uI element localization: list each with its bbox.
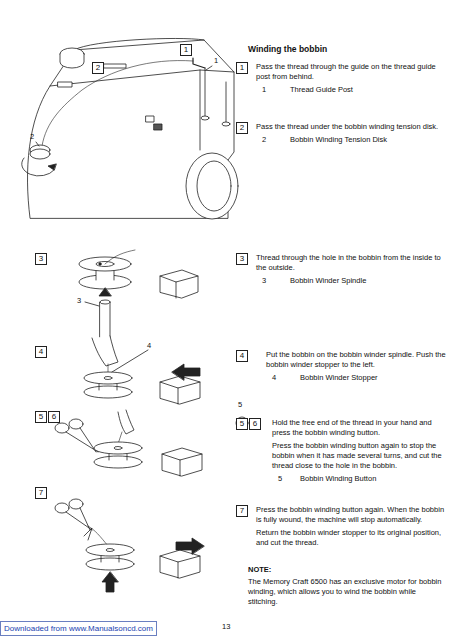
part-number: 4: [272, 373, 276, 383]
step-number: 1: [240, 63, 244, 72]
step-box: 2: [236, 122, 248, 134]
step-number: 4: [240, 351, 244, 360]
step-box: 1: [236, 62, 248, 74]
page-number: 13: [222, 622, 230, 632]
note-heading: NOTE:: [248, 565, 271, 575]
part-name: Thread Guide Post: [290, 85, 353, 95]
callout-number: 3: [77, 296, 81, 306]
step-box: 5: [35, 411, 47, 423]
step-number: 5: [240, 419, 244, 428]
step-box: 2: [92, 62, 104, 74]
step-number: 7: [240, 506, 244, 515]
note-text: The Memory Craft 6500 has an exclusive m…: [248, 577, 444, 607]
section-heading: Winding the bobbin: [248, 44, 327, 54]
part-number: 5: [278, 474, 282, 484]
instruction-text: Press the bobbin winding button again. W…: [256, 505, 446, 525]
step-number: 3: [240, 254, 244, 263]
step-box: 1: [180, 44, 192, 56]
step-number: 4: [39, 347, 43, 356]
step-box: 4: [236, 350, 248, 362]
step-number: 7: [39, 488, 43, 497]
part-number: 3: [262, 276, 266, 286]
step-box: 3: [236, 253, 248, 265]
step-box: 4: [35, 346, 47, 358]
callout-number: 5: [238, 400, 242, 410]
step-box: 7: [35, 487, 47, 499]
callout-number: 4: [147, 341, 151, 351]
part-name: Bobbin Winder Stopper: [300, 373, 378, 383]
part-name: Bobbin Winding Tension Disk: [290, 135, 387, 145]
step-number: 3: [39, 254, 43, 263]
instruction-text: Pass the thread through the guide on the…: [256, 62, 446, 82]
callout-number: 2: [30, 132, 34, 142]
instruction-text: Pass the thread under the bobbin winding…: [256, 122, 446, 132]
instruction-text: Hold the free end of the thread in your …: [272, 418, 446, 438]
part-number: 1: [262, 85, 266, 95]
callout-number: 1: [214, 56, 218, 66]
step-box: 3: [35, 253, 47, 265]
step-number: 2: [240, 123, 244, 132]
step-number: 2: [96, 63, 100, 72]
step-box: 7: [236, 505, 248, 517]
step-box: 6: [48, 411, 60, 423]
step-number: 6: [52, 412, 56, 421]
part-name: Bobbin Winder Spindle: [290, 276, 366, 286]
instruction-text: Return the bobbin winder stopper to its …: [256, 528, 446, 548]
part-number: 2: [262, 135, 266, 145]
instruction-text: Put the bobbin on the bobbin winder spin…: [266, 350, 446, 370]
part-name: Bobbin Winding Button: [300, 474, 376, 484]
instruction-text: Thread through the hole in the bobbin fr…: [256, 253, 446, 273]
step-number: 1: [184, 45, 188, 54]
step-number: 6: [253, 419, 257, 428]
step-box: 6: [249, 418, 261, 430]
step-number: 5: [39, 412, 43, 421]
instruction-text: Press the bobbin winding button again to…: [272, 441, 446, 471]
download-footer: Downloaded from www.Manualsoncd.com: [0, 621, 157, 636]
step-box: 5: [236, 418, 248, 430]
